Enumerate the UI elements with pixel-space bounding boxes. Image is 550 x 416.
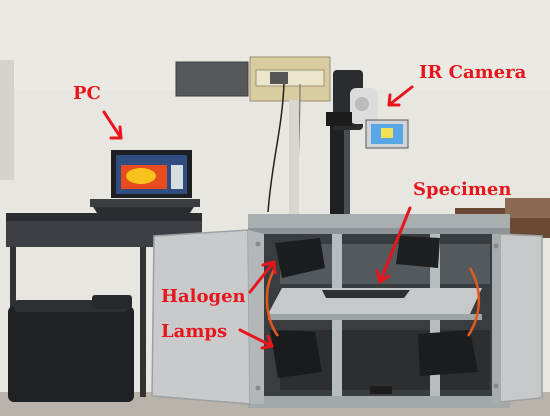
pc-label: PC	[73, 83, 101, 104]
annotation-arrows	[102, 85, 414, 350]
ir-camera-label: IR Camera	[419, 62, 527, 83]
halogen-label: Halogen	[161, 286, 246, 307]
lamps-label: Lamps	[161, 321, 228, 342]
specimen-label: Specimen	[413, 179, 512, 200]
